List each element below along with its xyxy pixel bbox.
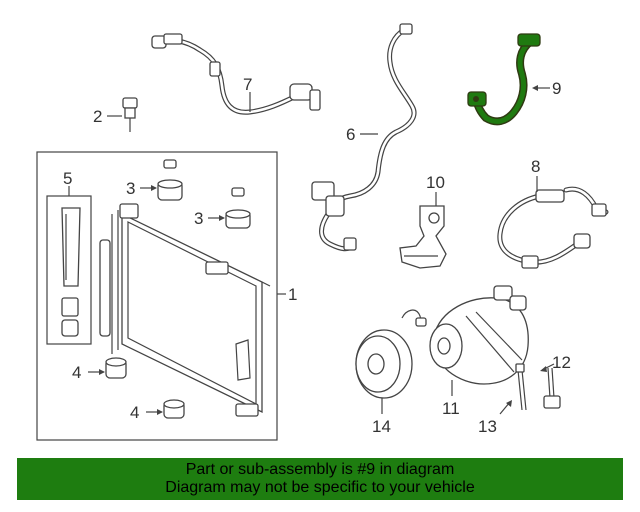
part-7-hose[interactable] <box>151 33 321 115</box>
part-2-fitting[interactable] <box>122 97 138 132</box>
part-5-receiver-dryer[interactable] <box>61 207 81 337</box>
part-4-mount-left[interactable] <box>105 357 127 379</box>
callout-9: 9 <box>552 79 561 98</box>
part-6-pipe[interactable] <box>311 23 417 252</box>
callout-4-right: 4 <box>130 403 139 422</box>
part-4-mount-right[interactable] <box>163 399 185 419</box>
callout-10: 10 <box>426 173 445 192</box>
banner-line-2: Diagram may not be specific to your vehi… <box>165 479 475 496</box>
part-11-compressor[interactable] <box>429 285 529 385</box>
callout-4-left: 4 <box>72 363 81 382</box>
banner-line-1: Part or sub-assembly is #9 in diagram <box>185 461 455 478</box>
callout-12: 12 <box>552 353 571 372</box>
parts-diagram: 7 2 6 9 10 <box>36 23 609 441</box>
part-9-hose-highlighted[interactable] <box>467 33 541 126</box>
callout-6: 6 <box>346 125 355 144</box>
part-14-clutch-pulley[interactable] <box>355 309 427 399</box>
callout-1: 1 <box>288 285 297 304</box>
callout-8: 8 <box>531 157 540 176</box>
callout-7: 7 <box>243 75 252 94</box>
info-banner: Part or sub-assembly is #9 in diagram Di… <box>17 458 623 500</box>
callout-3-lower: 3 <box>194 209 203 228</box>
part-12-bolt[interactable] <box>543 367 561 409</box>
callout-5: 5 <box>63 169 72 188</box>
callout-13: 13 <box>478 417 497 436</box>
callout-3-upper: 3 <box>126 179 135 198</box>
part-1-condenser[interactable] <box>99 203 271 417</box>
callout-2: 2 <box>93 107 102 126</box>
part-10-bracket[interactable] <box>399 205 447 269</box>
callout-14: 14 <box>372 417 391 436</box>
condenser-assembly-box <box>36 151 278 441</box>
part-13-stud[interactable] <box>515 363 527 411</box>
part-3-mount-upper[interactable] <box>157 159 183 201</box>
part-3-mount-lower[interactable] <box>225 187 251 229</box>
part-8-hose[interactable] <box>497 186 609 269</box>
callout-11: 11 <box>442 399 460 418</box>
